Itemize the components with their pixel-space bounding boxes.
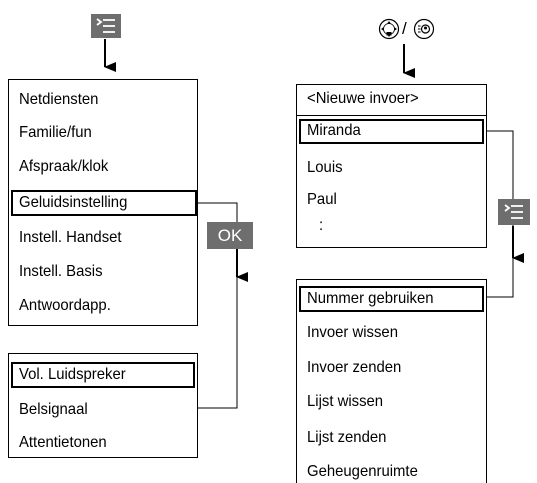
sound-menu-item-selected[interactable]: Vol. Luidspreker [19,366,126,383]
main-menu-item[interactable]: Instell. Basis [19,263,103,280]
phonebook-list: <Nieuwe invoer> Miranda Louis Paul : [296,84,487,248]
main-menu-item[interactable]: Familie/fun [19,124,92,141]
ok-key-label: OK [217,225,243,245]
main-menu-selection [11,190,197,216]
options-menu: Nummer gebruiken Invoer wissen Invoer ze… [296,279,487,483]
main-menu-item-selected[interactable]: Geluidsinstelling [19,194,128,211]
ok-key: OK [207,222,253,249]
options-item[interactable]: Geheugenruimte [307,463,418,480]
main-menu-item[interactable]: Netdiensten [19,91,99,108]
main-menu-item[interactable]: Afspraak/klok [19,158,109,175]
main-menu: Netdiensten Familie/fun Afspraak/klok Ge… [8,79,198,326]
sound-menu-selection [11,362,195,388]
menu-list-icon [96,18,115,33]
sound-menu: Vol. Luidspreker Belsignaal Attentietone… [8,353,198,458]
phonebook-entry-selected[interactable]: Miranda [307,122,361,139]
key-separator: / [402,19,407,38]
phonebook-entry[interactable]: Louis [307,159,343,176]
navigation-key-icon [378,18,400,40]
options-item[interactable]: Invoer zenden [307,359,402,376]
options-selection [299,286,484,312]
options-item[interactable]: Lijst zenden [307,429,387,446]
menu-list-icon [504,204,523,219]
phonebook-header-divider [297,115,486,116]
menu-key-top [91,14,121,38]
phonebook-selection [299,119,484,144]
options-item-selected[interactable]: Nummer gebruiken [307,290,434,307]
options-item[interactable]: Lijst wissen [307,393,384,410]
sound-menu-item[interactable]: Belsignaal [19,401,88,418]
phonebook-key-icon [413,18,435,40]
main-menu-item[interactable]: Antwoordapp. [19,297,111,314]
main-menu-item[interactable]: Instell. Handset [19,229,122,246]
nav-keys: / [378,18,438,42]
sound-menu-item[interactable]: Attentietonen [19,434,107,451]
menu-key-right [498,199,530,225]
connector-main-to-sound [198,202,238,409]
phonebook-new-entry[interactable]: <Nieuwe invoer> [307,90,419,107]
options-item[interactable]: Invoer wissen [307,324,398,341]
phonebook-more-indicator: : [319,217,324,234]
phonebook-entry[interactable]: Paul [307,191,337,208]
